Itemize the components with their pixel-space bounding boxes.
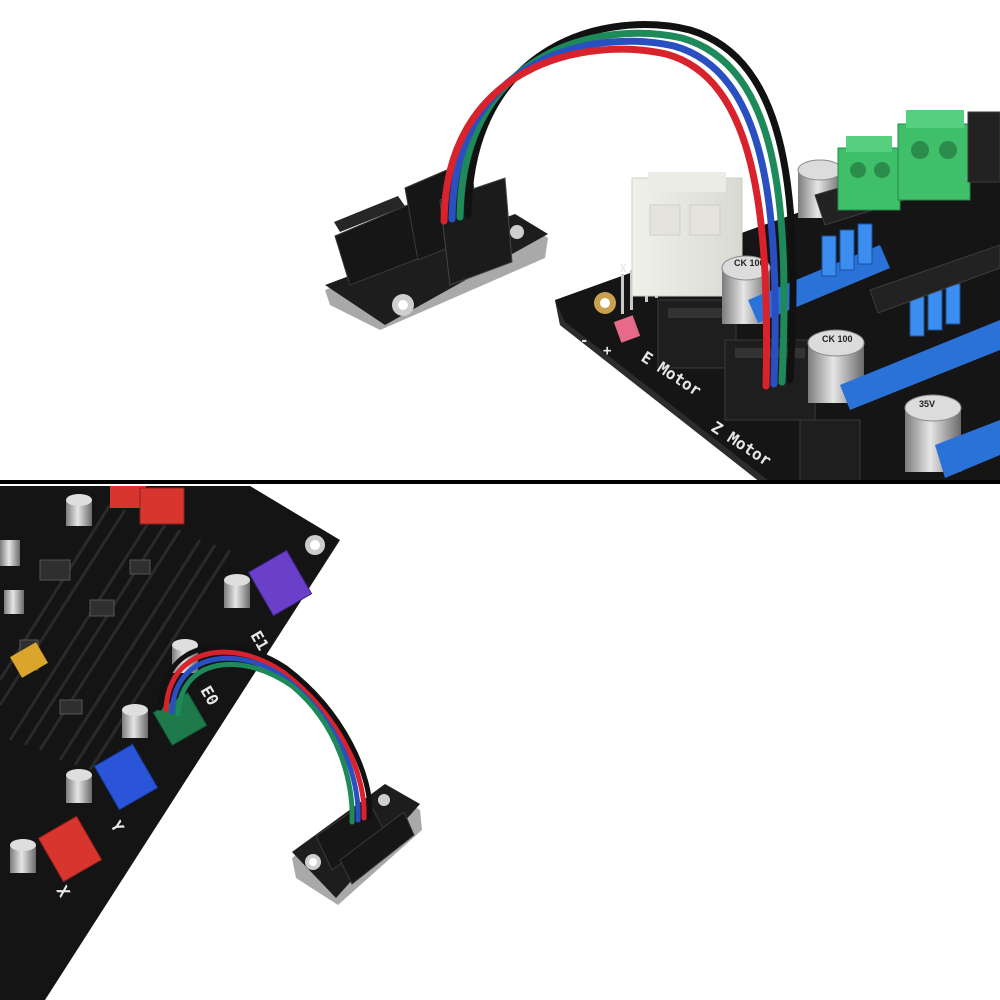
bottom-photo: E1 E0 Y X [0, 486, 422, 1000]
adapter-connector-right [339, 811, 415, 885]
divider-line [0, 480, 1000, 484]
four-wire-motor-cable [157, 643, 373, 825]
top-adapter-board [325, 159, 548, 330]
blue-connector [93, 743, 159, 811]
svg-text:CK 100: CK 100 [734, 258, 765, 268]
capacitor [66, 769, 92, 803]
capacitor [0, 540, 20, 566]
control-board-bottom [0, 486, 340, 1000]
svg-text:CK 100: CK 100 [822, 334, 853, 344]
plus-silk-mark: + [603, 343, 611, 359]
capacitor [10, 839, 36, 873]
z-motor-connector [724, 339, 816, 421]
x-silk-mark: X [620, 262, 627, 275]
dip-switch [10, 642, 48, 678]
capacitor [4, 590, 24, 614]
red-connector [110, 486, 185, 525]
capacitor [224, 574, 250, 608]
bottom-adapter-board [292, 784, 422, 905]
edge-connector [799, 419, 861, 483]
capacitor [66, 494, 92, 526]
minus-silk-mark: - [580, 333, 588, 349]
green-screw-terminal [837, 136, 901, 211]
blue-jumpers [821, 223, 961, 337]
pink-jumper [613, 315, 641, 343]
purple-connector [247, 549, 313, 617]
capacitor [122, 704, 148, 738]
top-photo: E Motor Z Motor X + - CK 100 CK 100 35V [325, 21, 1000, 483]
four-wire-motor-cable [440, 21, 797, 390]
svg-text:35V: 35V [919, 399, 935, 409]
red-connector [37, 815, 103, 883]
right-edge-connector [967, 111, 1000, 183]
green-screw-terminal [897, 110, 971, 201]
